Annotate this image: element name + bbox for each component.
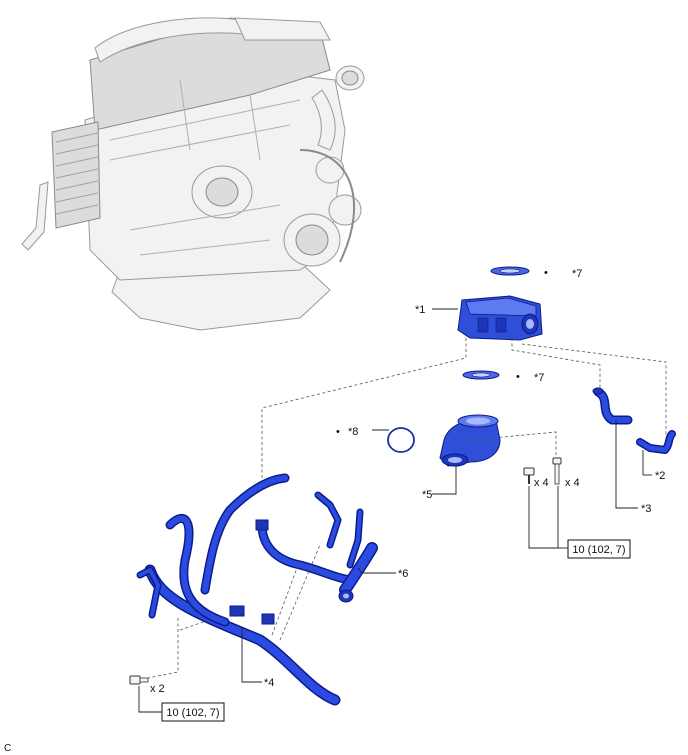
quantity-x4-right: x 4 xyxy=(565,477,580,489)
callout-7-middle: *7 xyxy=(534,372,544,384)
callout-1: *1 xyxy=(415,304,425,316)
gasket-middle xyxy=(462,370,500,380)
o-ring-part xyxy=(387,427,415,453)
callout-5: *5 xyxy=(422,489,432,501)
leader-lines xyxy=(138,308,652,713)
water-outlet-part xyxy=(457,295,543,341)
callout-7-top: *7 xyxy=(572,268,582,280)
alignment-dashed-lines xyxy=(147,338,667,679)
callout-4: *4 xyxy=(264,677,274,689)
engine-assembly-illustration xyxy=(21,17,365,331)
bullet-gasket-middle: • xyxy=(516,371,520,383)
quantity-x4-left: x 4 xyxy=(534,477,549,489)
water-inlet-elbow xyxy=(439,414,501,467)
callout-6: *6 xyxy=(398,568,408,580)
torque-lower-text: 10 (102, 7) xyxy=(166,707,219,719)
bullet-gasket-top: • xyxy=(544,267,548,279)
torque-spec-upper: 10 (102, 7) xyxy=(567,539,631,559)
gasket-top xyxy=(490,266,530,276)
torque-spec-lower: 10 (102, 7) xyxy=(161,702,225,722)
torque-upper-text: 10 (102, 7) xyxy=(572,544,625,556)
callout-2: *2 xyxy=(655,470,665,482)
hose-part-2 xyxy=(636,430,676,454)
bolt-set-upper xyxy=(523,457,562,485)
water-pipe-assembly xyxy=(136,473,378,706)
callout-8: *8 xyxy=(348,426,358,438)
bolt-set-lower xyxy=(129,675,149,685)
hose-part-3 xyxy=(592,387,633,425)
corner-mark: C xyxy=(4,743,11,754)
quantity-x2: x 2 xyxy=(150,683,165,695)
bullet-o-ring: • xyxy=(336,426,340,438)
callout-3: *3 xyxy=(641,503,651,515)
